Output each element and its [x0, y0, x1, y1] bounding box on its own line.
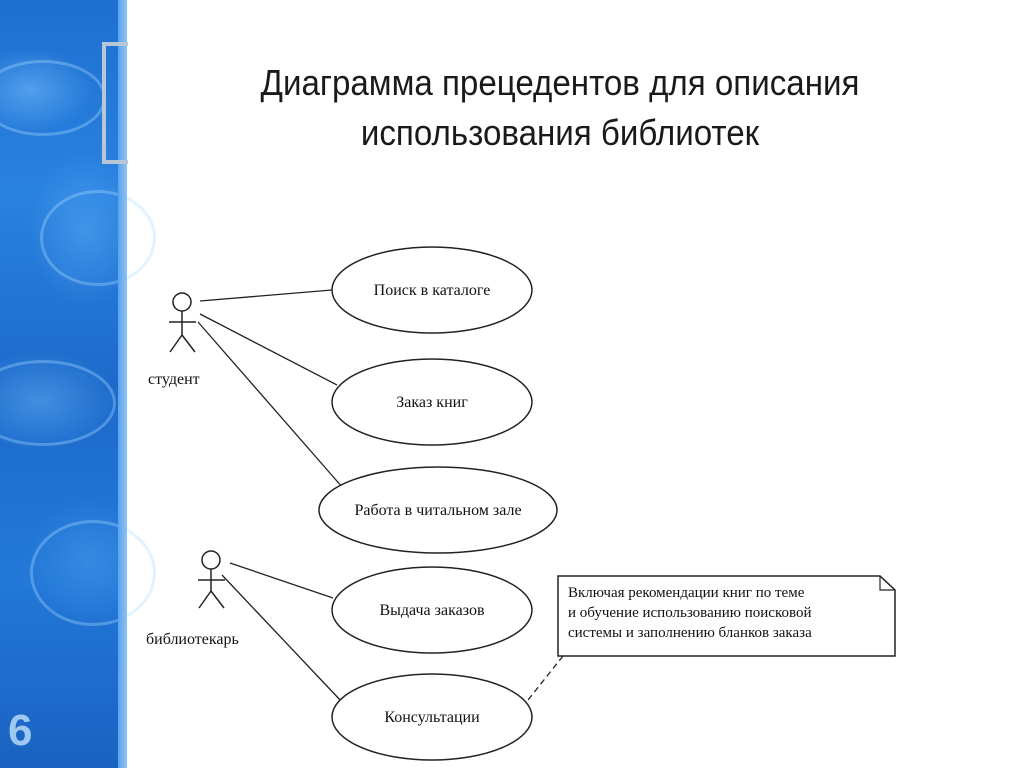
- note-line-2: и обучение использованию поисковой: [568, 605, 811, 621]
- actor-librarian-leg-left: [198, 590, 212, 609]
- decor-streak: [40, 190, 156, 286]
- note-box: [557, 575, 896, 657]
- usecase-issue: [331, 566, 533, 654]
- actor-student-leg-left: [169, 334, 183, 353]
- decor-streak: [30, 520, 156, 626]
- assoc-student-reading-room: [197, 321, 344, 489]
- assoc-librarian-consult: [221, 574, 343, 703]
- actor-librarian-head: [201, 550, 221, 570]
- actor-student-leg-right: [181, 334, 196, 353]
- title-line-1: Диаграмма прецедентов для описания: [260, 62, 860, 103]
- title-line-2: использования библиотек: [360, 112, 760, 153]
- actor-librarian: [198, 550, 225, 609]
- slide-number: 6: [8, 706, 33, 755]
- usecase-reading-room: [318, 466, 558, 554]
- panel-edge: [118, 0, 127, 768]
- note-line-1: Включая рекомендации книг по теме: [568, 585, 805, 601]
- usecase-consult: [331, 673, 533, 761]
- actor-student-label: студент: [148, 371, 200, 388]
- page-title: Диаграмма прецедентов для описания испол…: [183, 58, 937, 158]
- actor-student-head: [172, 292, 192, 312]
- note-line-3: системы и заполнению бланков заказа: [568, 625, 812, 641]
- associations: [197, 289, 344, 703]
- usecase-search: [331, 246, 533, 334]
- decor-streak: [0, 360, 116, 446]
- note-anchor-dashed: [527, 655, 564, 701]
- assoc-student-order: [199, 313, 338, 386]
- assoc-student-search: [199, 289, 333, 302]
- usecase-issue-label: Выдача заказов: [379, 602, 484, 619]
- usecase-order-label: Заказ книг: [396, 394, 468, 411]
- usecase-reading-room-label: Работа в читальном зале: [354, 502, 521, 519]
- note-fold: [879, 576, 895, 591]
- actor-librarian-leg-right: [210, 590, 225, 609]
- assoc-librarian-issue: [229, 562, 334, 599]
- title-bracket: [102, 42, 128, 164]
- usecase-consult-label: Консультации: [384, 709, 480, 726]
- usecase-search-label: Поиск в каталоге: [374, 282, 491, 299]
- actor-student: [169, 292, 196, 353]
- note-outline: [557, 575, 896, 657]
- actor-librarian-label: библиотекарь: [146, 631, 239, 648]
- usecase-order: [331, 358, 533, 446]
